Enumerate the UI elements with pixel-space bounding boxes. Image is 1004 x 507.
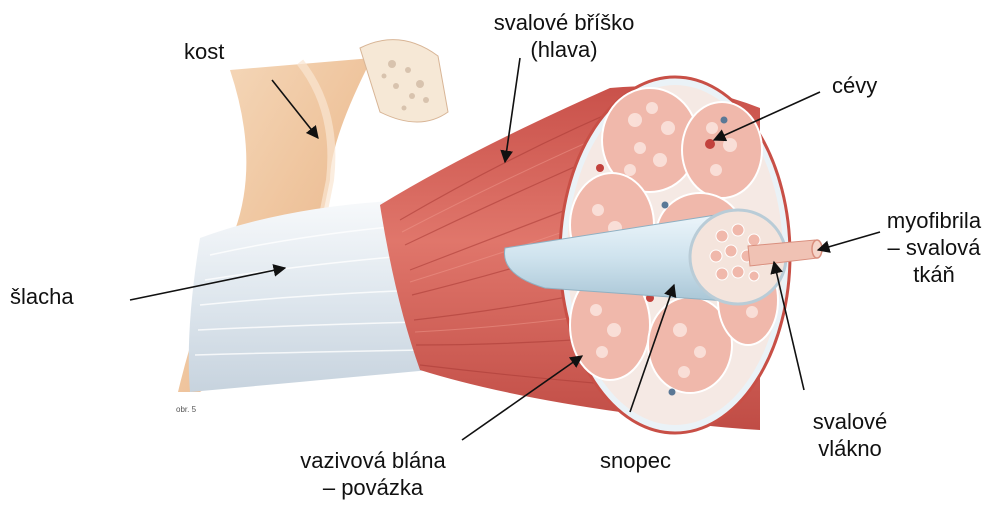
label-vessels: cévy: [832, 72, 877, 99]
label-muscle-belly-line2: (hlava): [474, 36, 654, 63]
label-myofibril-line3: tkáň: [870, 261, 998, 288]
label-bundle: snopec: [600, 447, 671, 474]
label-tendon: šlacha: [10, 283, 74, 310]
label-muscle-fiber-line2: vlákno: [790, 435, 910, 462]
label-myofibril: myofibrila – svalová tkáň: [870, 207, 998, 288]
label-fascia-line2: – povázka: [268, 474, 478, 501]
label-fascia-line1: vazivová blána: [268, 447, 478, 474]
label-myofibril-line1: myofibrila: [870, 207, 998, 234]
label-muscle-fiber-line1: svalové: [790, 408, 910, 435]
label-muscle-belly-line1: svalové bříško: [474, 9, 654, 36]
figure-note: obr. 5: [176, 405, 196, 415]
label-bone: kost: [184, 38, 224, 65]
label-myofibril-line2: – svalová: [870, 234, 998, 261]
label-fascia: vazivová blána – povázka: [268, 447, 478, 501]
label-muscle-belly: svalové bříško (hlava): [474, 9, 654, 63]
label-muscle-fiber: svalové vlákno: [790, 408, 910, 462]
